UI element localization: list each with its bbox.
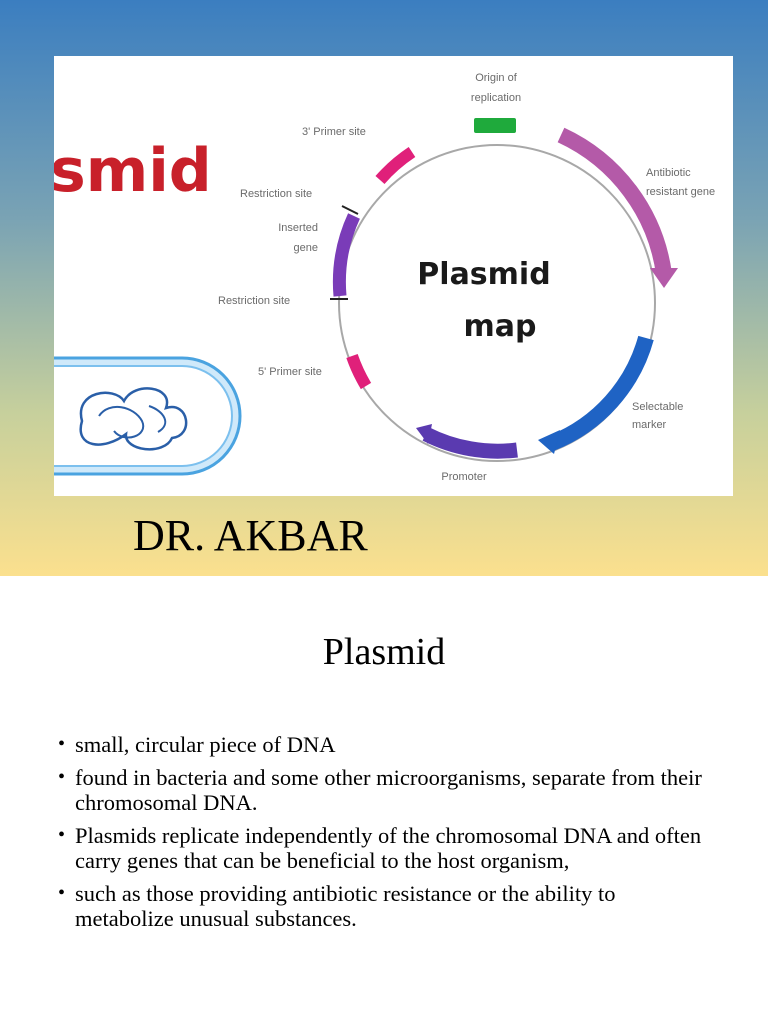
inserted-label-line2: gene xyxy=(294,242,318,254)
selectable-label-line1: Selectable xyxy=(632,401,683,413)
antibiotic-arrowhead xyxy=(650,268,678,288)
bullet-item: • such as those providing antibiotic resi… xyxy=(58,881,718,931)
inserted-gene-arc xyxy=(332,213,360,297)
map-title-line2: map xyxy=(464,309,537,344)
primer-top-segment xyxy=(375,146,416,185)
bullet-text: small, circular piece of DNA xyxy=(75,732,336,757)
promoter-label: Promoter xyxy=(441,471,487,483)
notes-title: Plasmid xyxy=(322,631,446,673)
antibiotic-label-line2: resistant gene xyxy=(646,186,715,198)
antibiotic-label-line1: Antibiotic xyxy=(646,167,691,179)
origin-segment xyxy=(474,118,516,133)
primer-bottom-label: 5' Primer site xyxy=(258,366,322,378)
bullet-dot-icon: • xyxy=(58,766,66,788)
map-title-line1: Plasmid xyxy=(417,257,550,292)
selectable-arrowhead xyxy=(538,430,560,454)
restriction-top-label: Restriction site xyxy=(240,188,312,200)
primer-top-label: 3' Primer site xyxy=(302,126,366,138)
plasmid-ring xyxy=(338,144,656,462)
bullet-dot-icon: • xyxy=(58,733,66,755)
bullet-dot-icon: • xyxy=(58,882,66,904)
bullet-item: • found in bacteria and some other microo… xyxy=(58,765,718,815)
bullet-text: Plasmids replicate independently of the … xyxy=(75,823,702,873)
plasmid-map-image: smid xyxy=(54,56,733,496)
promoter-arc xyxy=(422,427,518,459)
bullet-text: such as those providing antibiotic resis… xyxy=(75,881,616,931)
origin-label-line2: replication xyxy=(471,92,521,104)
plasmid-map-graphic: smid xyxy=(54,72,715,483)
origin-label-line1: Origin of xyxy=(475,72,518,84)
bullet-dot-icon: • xyxy=(58,824,66,846)
selectable-arc xyxy=(548,335,654,451)
bullet-item: • small, circular piece of DNA xyxy=(58,732,718,757)
restriction-bottom-label: Restriction site xyxy=(218,295,290,307)
smid-word-fragment: smid xyxy=(54,136,212,206)
restriction-mark-top xyxy=(341,205,359,215)
promoter-arrowhead xyxy=(416,424,432,444)
bacterium-illustration xyxy=(54,356,242,476)
title-slide: smid xyxy=(0,0,768,576)
primer-bottom-segment xyxy=(346,353,372,390)
bullet-item: • Plasmids replicate independently of the… xyxy=(58,823,718,873)
inserted-label-line1: Inserted xyxy=(278,222,318,234)
antibiotic-arc xyxy=(557,127,672,276)
bullet-text: found in bacteria and some other microor… xyxy=(75,765,702,815)
author-name: DR. AKBAR xyxy=(133,511,368,560)
notes-bullet-list: • small, circular piece of DNA • found in … xyxy=(58,732,718,939)
selectable-label-line2: marker xyxy=(632,419,667,431)
